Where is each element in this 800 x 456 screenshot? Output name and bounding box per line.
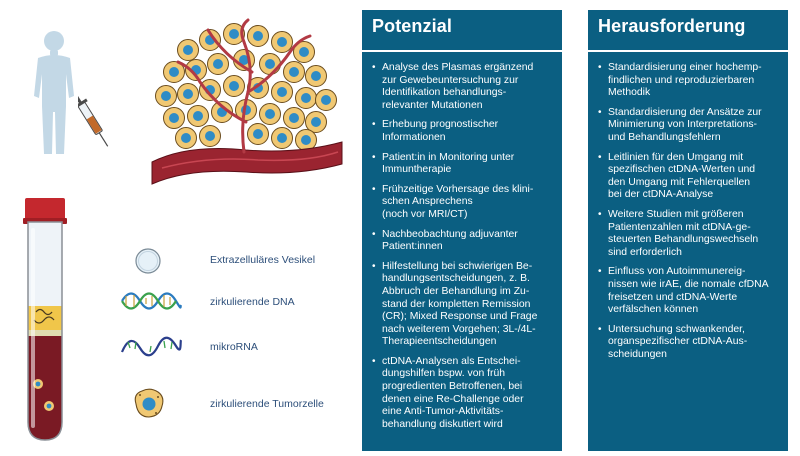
herausforderung-title: Herausforderung <box>598 16 746 36</box>
dna-helix-icon <box>121 292 182 310</box>
herausforderung-list: •Standardisierung einer hochemp- findlic… <box>598 62 780 368</box>
potenzial-item: •Patient:in in Monitoring unter Immunthe… <box>372 151 515 176</box>
herausforderung-divider <box>588 50 788 52</box>
herausforderung-item: •Untersuchung schwankender, organspezifi… <box>598 323 748 360</box>
legend-mirna-label: mikroRNA <box>210 341 258 353</box>
herausforderung-item: •Einfluss von Autoimmunereig- nissen wie… <box>598 266 769 316</box>
potenzial-item: •Frühzeitige Vorhersage des klini- schen… <box>372 183 534 220</box>
potenzial-item: •Analyse des Plasmas ergänzend zur Geweb… <box>372 62 534 111</box>
legend-tumor-cell-label: zirkulierende Tumorzelle <box>210 398 324 410</box>
mirna-icon <box>120 336 182 357</box>
herausforderung-item: •Leitlinien für den Umgang mit spezifisc… <box>598 151 756 201</box>
herausforderung-item: •Weitere Studien mit größeren Patientenz… <box>598 208 759 258</box>
blood-tube-icon <box>23 198 67 441</box>
herausforderung-item: •Standardisierung der Ansätze zur Minimi… <box>598 106 762 143</box>
potenzial-title: Potenzial <box>372 16 452 36</box>
herausforderung-item: •Standardisierung einer hochemp- findlic… <box>598 62 762 99</box>
potenzial-divider <box>362 50 562 52</box>
potenzial-panel: Potenzial •Analyse des Plasmas ergänzend… <box>362 10 562 451</box>
tumor-mass-icon <box>151 18 343 185</box>
potenzial-item: •ctDNA-Analysen als Entschei- dungshilfe… <box>372 355 524 430</box>
legend-dna-label: zirkulierende DNA <box>210 296 295 308</box>
potenzial-item: •Nachbeobachtung adjuvanter Patient:inne… <box>372 228 518 253</box>
syringe-icon <box>78 96 109 147</box>
human-silhouette-icon <box>34 31 74 154</box>
potenzial-item: •Hilfestellung bei schwierigen Be- handl… <box>372 260 538 348</box>
vesicle-icon <box>135 248 161 274</box>
herausforderung-panel: Herausforderung •Standardisierung einer … <box>588 10 788 451</box>
tumor-cell-icon <box>134 388 164 418</box>
potenzial-item: •Erhebung prognostischer Informationen <box>372 119 499 143</box>
potenzial-list: •Analyse des Plasmas ergänzend zur Geweb… <box>372 62 554 438</box>
legend-vesicle-label: Extrazelluläres Vesikel <box>210 254 316 266</box>
